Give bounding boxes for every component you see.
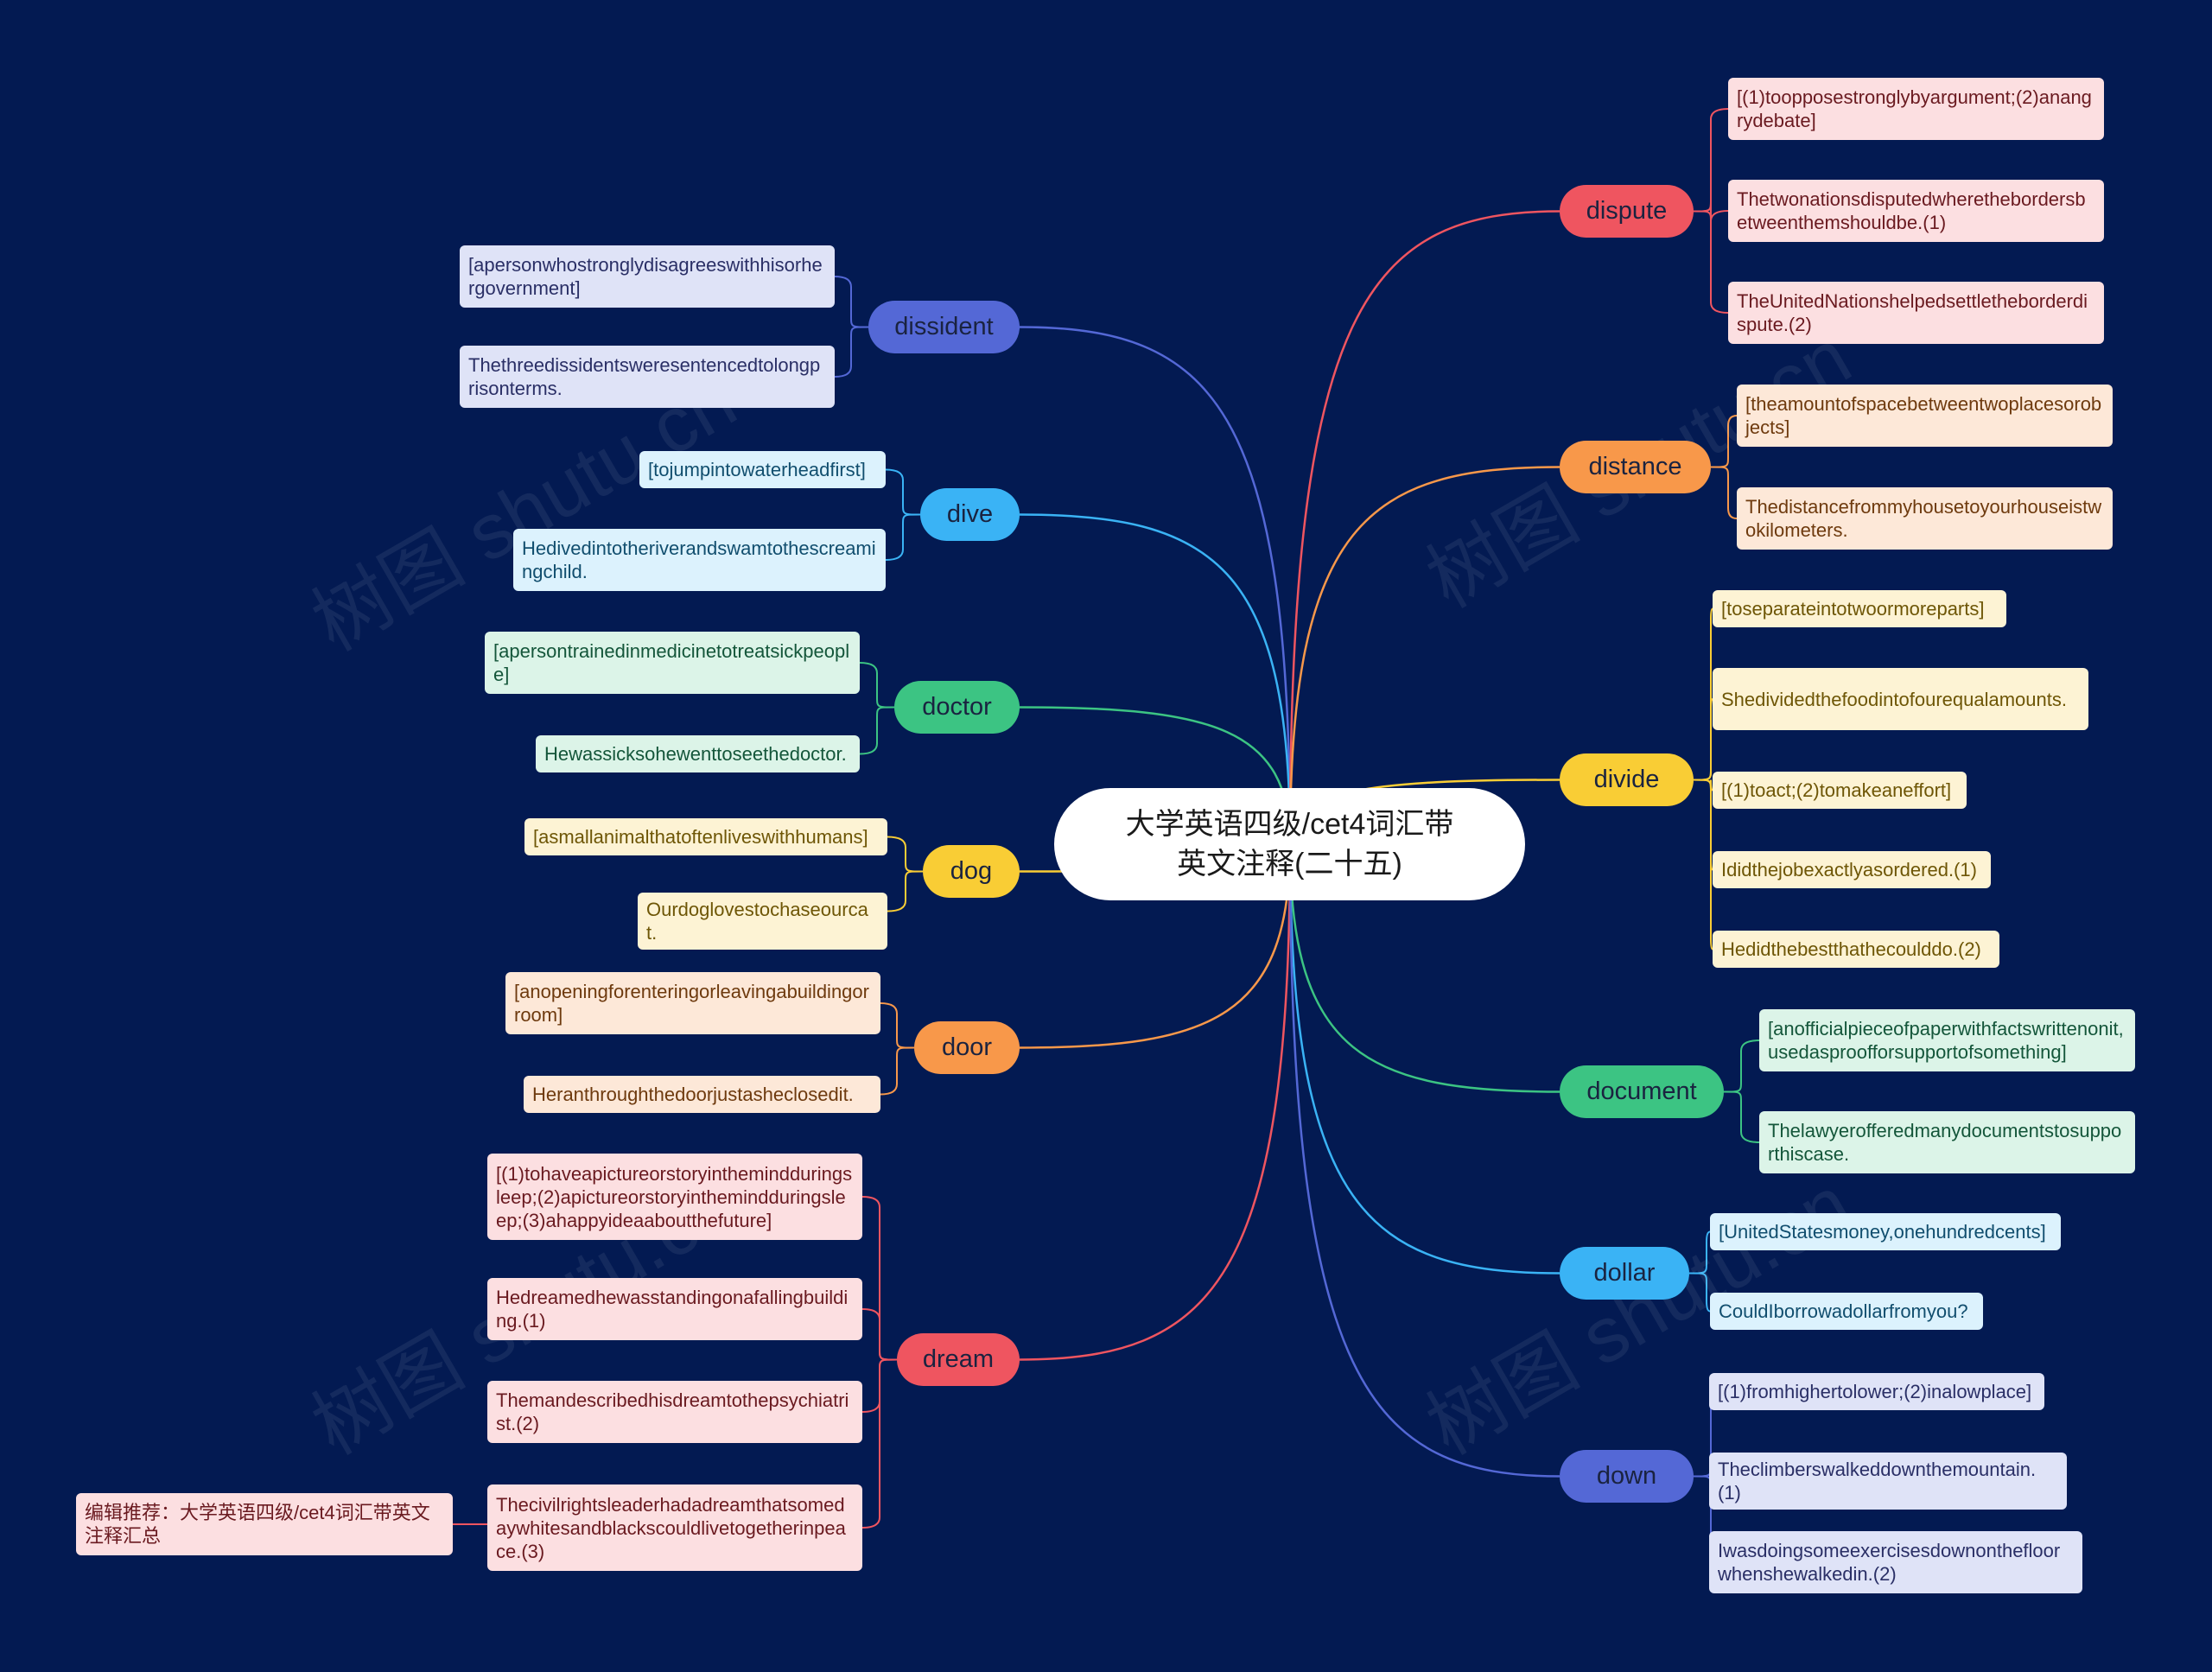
branch-dollar[interactable]: dollar [1560,1247,1689,1300]
connector-line [1723,1090,1760,1143]
leaf-dive[interactable]: Hedivedintotheriverandswamtothescreaming… [513,529,886,591]
leaf-down[interactable]: Theclimberswalkeddownthemountain.(1) [1709,1453,2067,1510]
connector-line [1019,326,1292,845]
connector-line [1710,466,1738,519]
central-topic-line2: 英文注释(二十五) [1177,848,1402,881]
connector-line [859,662,895,709]
leaf-down[interactable]: Iwasdoingsomeexercisesdownonthefloorwhen… [1709,1531,2082,1593]
leaf-divide[interactable]: Ididthejobexactlyasordered.(1) [1713,851,1991,888]
connector-line [1710,415,1738,468]
connector-line [1019,513,1292,845]
connector-line [1693,779,1713,871]
connector-line [1688,1272,1711,1313]
connector-line [861,1358,898,1529]
leaf-dissident[interactable]: [apersonwhostronglydisagreeswithhisorher… [460,245,835,308]
leaf-dispute[interactable]: TheUnitedNationshelpedsettletheborderdis… [1728,282,2104,344]
connector-line [834,326,869,378]
leaf-dream[interactable]: Hedreamedhewasstandingonafallingbuilding… [487,1278,862,1340]
leaf-dissident[interactable]: Thethreedissidentsweresentencedtolongpri… [460,346,835,408]
leaf-dog[interactable]: Ourdoglovestochaseourcat. [638,893,887,950]
connector-line [1693,698,1713,781]
leaf-divide[interactable]: [(1)toact;(2)tomakeaneffort] [1713,772,1967,809]
connector-line [1288,843,1560,1478]
connector-line [1723,1039,1760,1093]
leaf-dream[interactable]: Thecivilrightsleaderhadadreamthatsomeday… [487,1484,862,1571]
connector-line [885,513,921,561]
leaf-dive[interactable]: [tojumpintowaterheadfirst] [639,451,886,488]
connector-line [1693,210,1729,314]
connector-line [1019,843,1292,1361]
connector-line [1288,210,1560,845]
central-topic-line1: 大学英语四级/cet4词汇带 [1125,808,1454,841]
leaf-document[interactable]: Thelawyerofferedmanydocumentstosupporthi… [1759,1111,2135,1173]
leaf-dream[interactable]: [(1)tohaveapictureorstoryinthemindduring… [487,1154,862,1240]
connector-line [1693,607,1713,781]
branch-door[interactable]: door [914,1021,1020,1074]
connector-line [1288,843,1560,1093]
leaf-divide[interactable]: [toseparateintotwoormoreparts] [1713,590,2006,627]
leaf-distance[interactable]: [theamountofspacebetweentwoplacesorobjec… [1737,385,2113,447]
leaf-dollar[interactable]: CouldIborrowadollarfromyou? [1710,1293,1983,1330]
connector-line [1019,843,1292,1049]
connector-line [861,1308,898,1361]
connector-line [1693,1475,1712,1563]
connector-line [834,276,869,328]
central-topic[interactable]: 大学英语四级/cet4词汇带 英文注释(二十五) [1054,788,1525,900]
leaf-doctor[interactable]: Hewassicksohewenttoseethedoctor. [536,735,860,772]
branch-distance[interactable]: distance [1560,441,1711,493]
connector-line [880,1046,915,1096]
leaf-dollar[interactable]: [UnitedStatesmoney,onehundredcents] [1710,1213,2061,1250]
leaf-distance[interactable]: Thedistancefrommyhousetoyourhouseistwoki… [1737,487,2113,550]
leaf-document[interactable]: [anofficialpieceofpaperwithfactswritteno… [1759,1009,2135,1071]
branch-dissident[interactable]: dissident [868,301,1020,353]
branch-doctor[interactable]: doctor [894,681,1020,734]
leaf-dog[interactable]: [asmallanimalthatoftenliveswithhumans] [524,818,887,855]
leaf-down[interactable]: [(1)fromhighertolower;(2)inalowplace] [1709,1373,2044,1410]
connector-line [1288,843,1560,1275]
connector-line [1693,1465,1712,1482]
branch-divide[interactable]: divide [1560,753,1694,806]
leaf-doctor[interactable]: [apersontrainedinmedicinetotreatsickpeop… [485,632,860,694]
leaf-dream[interactable]: Themandescribedhisdreamtothepsychiatrist… [487,1381,862,1443]
leaf-door[interactable]: [anopeningforenteringorleavingabuildingo… [505,972,880,1034]
connector-line [1688,1230,1711,1275]
connector-line [880,1002,915,1049]
branch-dispute[interactable]: dispute [1560,185,1694,238]
connector-line [887,836,924,873]
connector-line [887,870,924,912]
leaf-dispute[interactable]: Thetwonationsdisputedwherethebordersbetw… [1728,180,2104,242]
connector-line [1693,1390,1712,1478]
branch-dive[interactable]: dive [920,488,1020,541]
leaf-divide[interactable]: Shedividedthefoodintofourequalamounts. [1713,668,2088,730]
connector-line [885,468,921,516]
leaf-door[interactable]: Heranthroughthedoorjustasheclosedit. [524,1076,880,1113]
connector-line [1693,779,1713,950]
branch-dog[interactable]: dog [923,845,1020,898]
branch-dream[interactable]: dream [897,1333,1020,1386]
connector-line [1288,466,1560,845]
connector-line [1693,108,1729,213]
connector-line [859,706,895,755]
branch-document[interactable]: document [1560,1065,1724,1118]
branch-down[interactable]: down [1560,1450,1694,1503]
leaf-dispute[interactable]: [(1)toopposestronglybyargument;(2)anangr… [1728,78,2104,140]
recommend-note[interactable]: 编辑推荐：大学英语四级/cet4词汇带英文注释汇总 [76,1493,453,1555]
leaf-divide[interactable]: Hedidthebestthathecoulddo.(2) [1713,931,1999,968]
